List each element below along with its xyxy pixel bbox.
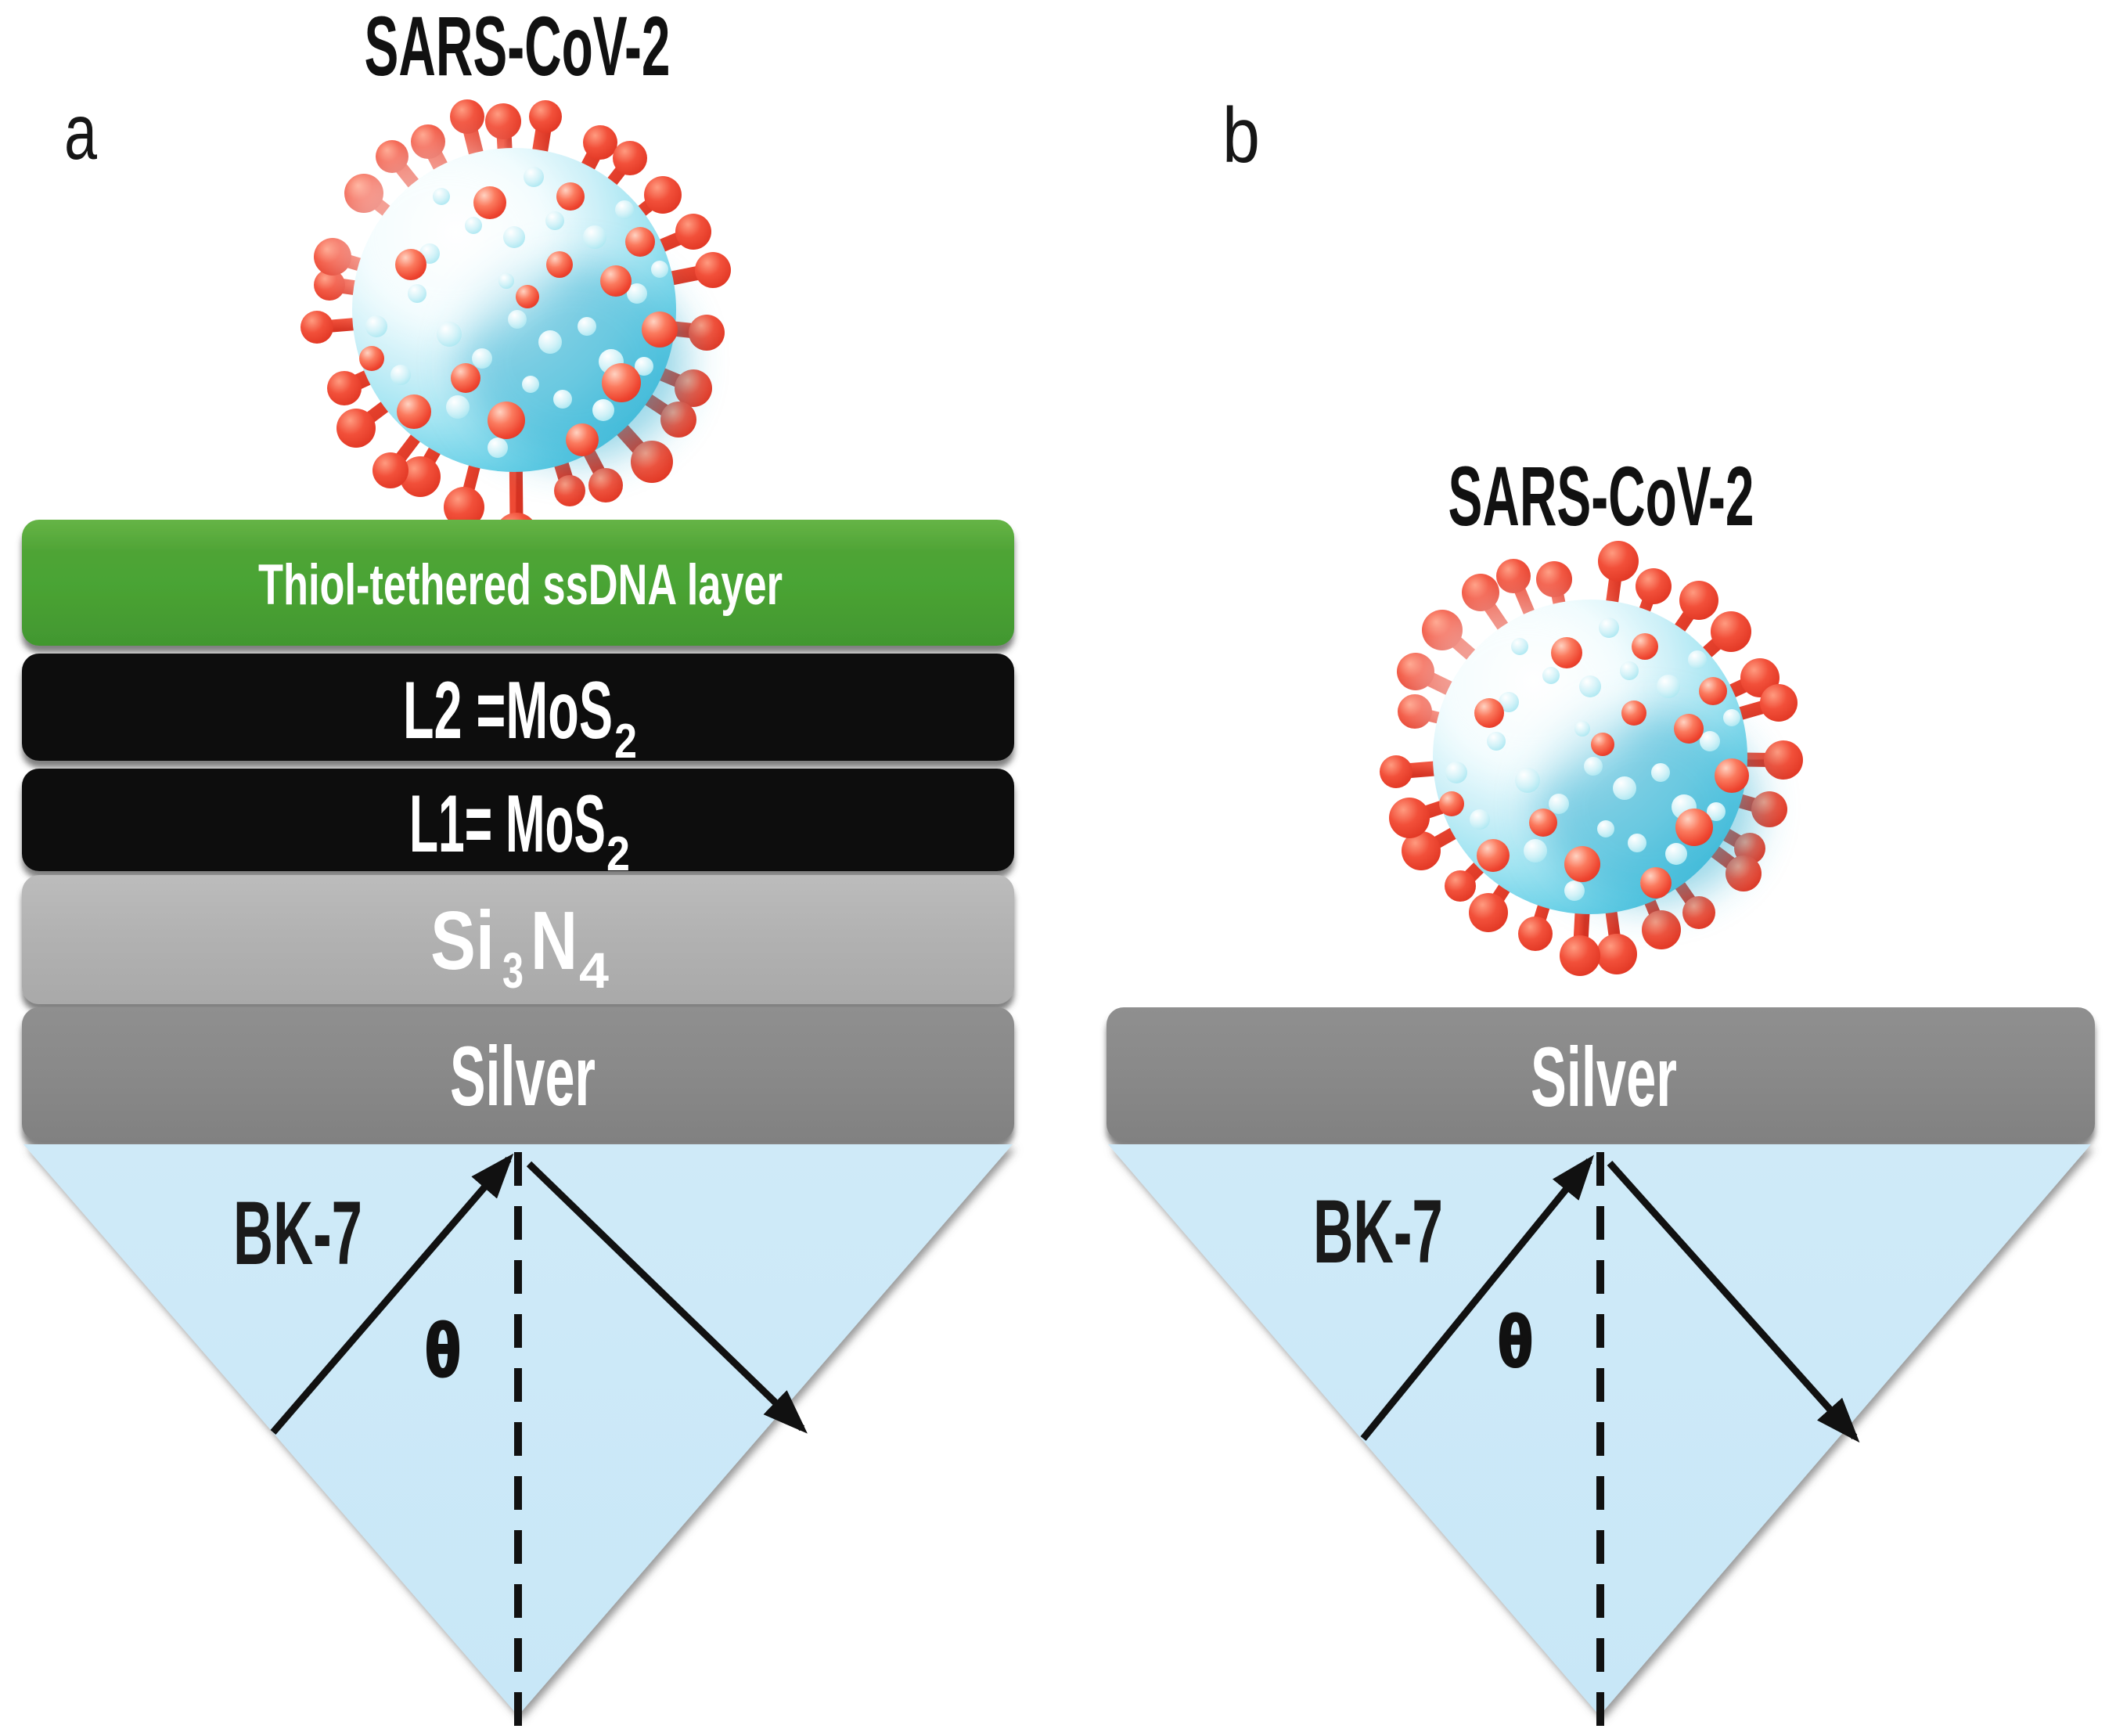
svg-text:L2 =MoS: L2 =MoS [403,665,613,756]
svg-text:θ: θ [1498,1302,1533,1381]
svg-text:3: 3 [502,942,524,999]
svg-text:N: N [531,895,578,987]
svg-text:L1= MoS: L1= MoS [409,779,606,870]
svg-text:4: 4 [579,942,609,999]
svg-text:SARS-CoV-2: SARS-CoV-2 [1448,448,1754,543]
svg-text:Silver: Silver [1531,1029,1677,1124]
svg-text:2: 2 [614,715,637,769]
svg-text:Thiol-tethered ssDNA layer: Thiol-tethered ssDNA layer [258,553,783,617]
svg-text:a: a [64,88,97,176]
svg-text:Si: Si [430,895,495,987]
svg-text:Silver: Silver [450,1028,596,1123]
svg-text:2: 2 [606,827,630,881]
svg-text:SARS-CoV-2: SARS-CoV-2 [365,0,671,93]
svg-text:θ: θ [425,1309,461,1392]
svg-text:BK-7: BK-7 [233,1183,362,1284]
svg-text:b: b [1222,92,1260,179]
svg-text:BK-7: BK-7 [1313,1182,1443,1282]
